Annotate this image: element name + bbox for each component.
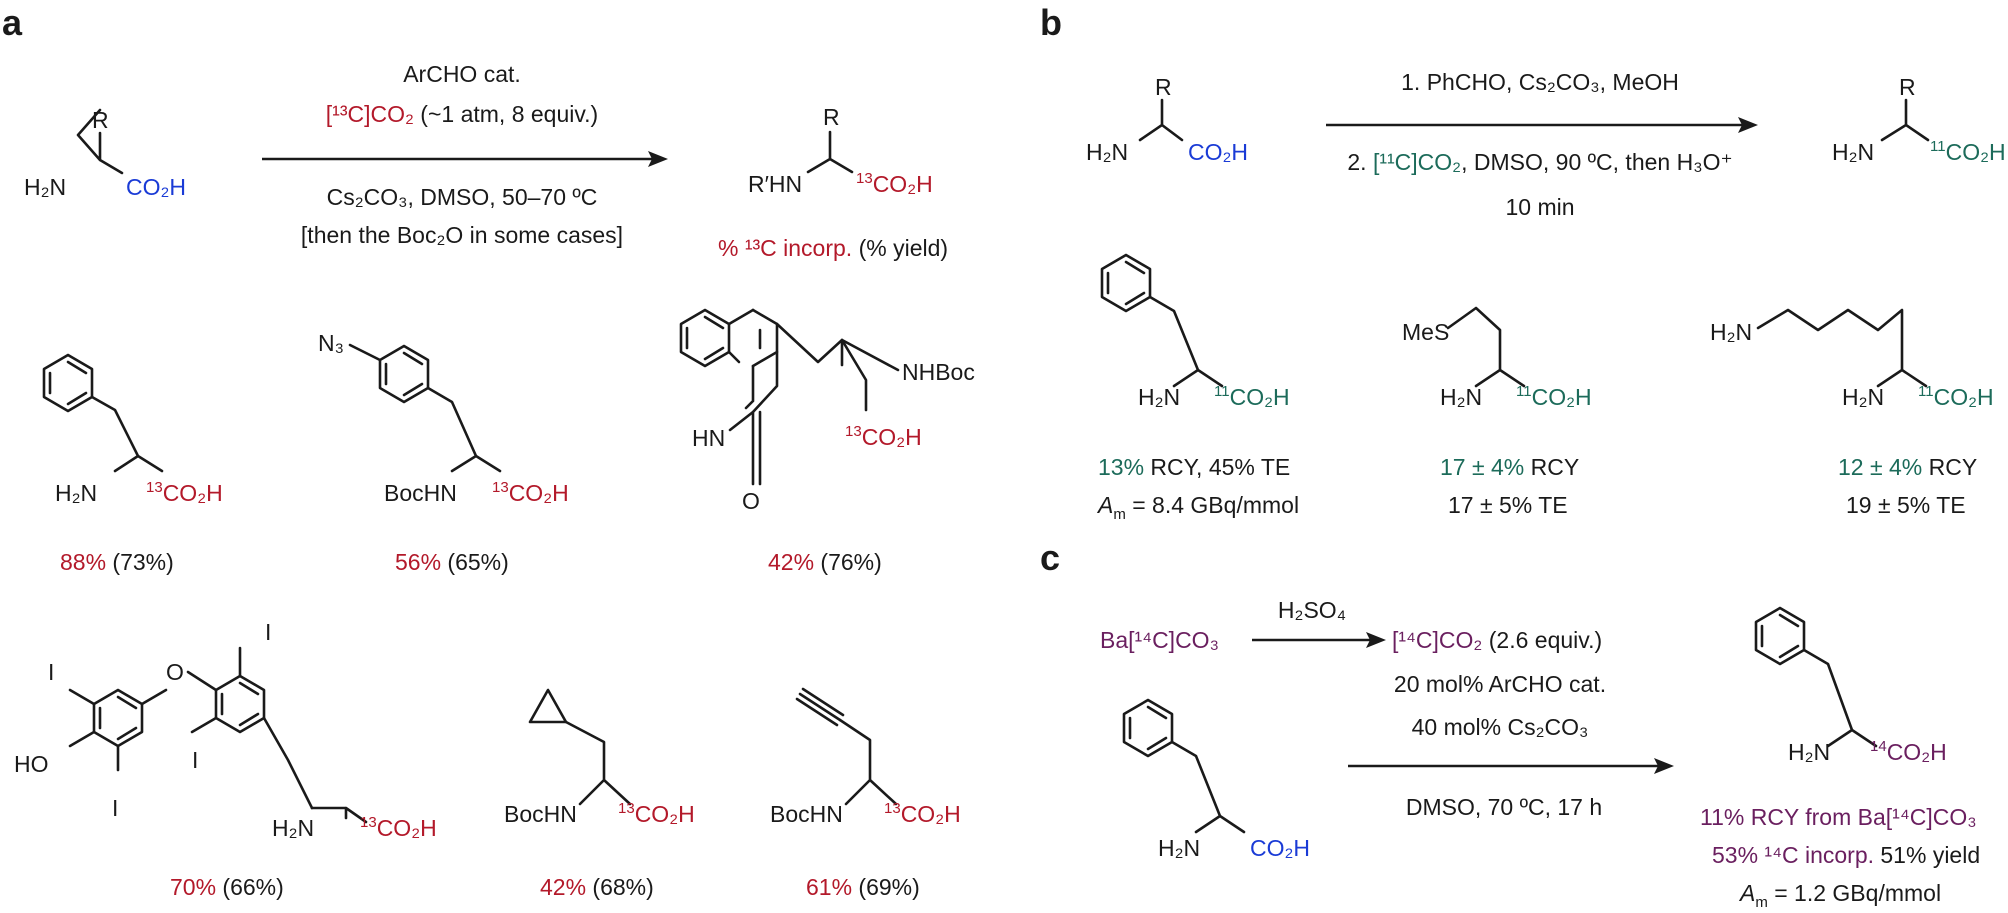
panel-c-conditions: DMSO, 70 ºC, 17 h (1406, 794, 1602, 820)
panel-a-compound-propargylglycine: BocHN 13CO₂H (770, 687, 961, 827)
panel-b-time: 10 min (1505, 194, 1574, 220)
panel-a-compound-thyroxine: I HO I O I I H₂N 13CO₂H (14, 619, 437, 841)
panel-b-label: b (1040, 2, 1062, 43)
svg-text:H₂N: H₂N (1832, 139, 1874, 165)
svg-text:13CO₂H: 13CO₂H (492, 479, 569, 506)
svg-text:BocHN: BocHN (504, 801, 577, 827)
panel-a-reaction-arrow (262, 151, 668, 167)
panel-b-result-1-molar-activity: Am = 8.4 GBq/mmol (1096, 492, 1299, 523)
panel-c-label: c (1040, 537, 1060, 578)
panel-c-co2-gas: [¹⁴C]CO₂ (2.6 equiv.) (1392, 627, 1602, 653)
panel-a-compound-phenylalanine: H₂N 13CO₂H (42, 353, 223, 506)
panel-b-result-3-te: 19 ± 5% TE (1846, 492, 1966, 518)
svg-text:BocHN: BocHN (384, 480, 457, 506)
svg-text:R′HN: R′HN (748, 171, 802, 197)
svg-text:HO: HO (14, 751, 49, 777)
svg-text:CO₂H: CO₂H (1250, 835, 1310, 861)
panel-a-compound-cyclopropylalanine: BocHN 13CO₂H (504, 688, 695, 827)
svg-text:HN: HN (692, 425, 725, 451)
svg-text:13CO₂H: 13CO₂H (360, 814, 437, 841)
panel-b-result-2-rcy: 17 ± 4% RCY (1440, 454, 1579, 480)
panel-c-acid: H₂SO₄ (1278, 597, 1346, 623)
svg-text:O: O (166, 659, 184, 685)
panel-a-result-6: 61% (69%) (806, 874, 920, 900)
svg-text:H₂N: H₂N (1138, 384, 1180, 410)
panel-a-result-1: 88% (73%) (60, 549, 174, 575)
svg-text:H₂N: H₂N (1086, 139, 1128, 165)
svg-text:MeS: MeS (1402, 319, 1449, 345)
svg-text:I: I (265, 619, 271, 645)
panel-c-acid-arrow (1252, 632, 1386, 648)
panel-c-result-rcy: 11% RCY from Ba[¹⁴C]CO₃ (1700, 804, 1977, 830)
svg-text:H₂N: H₂N (1842, 384, 1884, 410)
panel-b-compound-methionine: MeS H₂N 11CO₂H (1402, 306, 1592, 410)
svg-text:13CO₂H: 13CO₂H (884, 800, 961, 827)
panel-b-result-3-rcy: 12 ± 4% RCY (1838, 454, 1977, 480)
svg-text:R: R (1899, 74, 1916, 100)
panel-a-result-2: 56% (65%) (395, 549, 509, 575)
panel-c-product: H₂N 14CO₂H (1754, 606, 1947, 765)
svg-text:H₂N: H₂N (272, 815, 314, 841)
panel-b-step-1: 1. PhCHO, Cs₂CO₃, MeOH (1401, 69, 1679, 95)
svg-text:R: R (92, 107, 109, 133)
svg-text:13CO₂H: 13CO₂H (146, 479, 223, 506)
panel-a-product: R R′HN 13CO₂H (748, 104, 933, 197)
svg-text:11CO₂H: 11CO₂H (1930, 138, 2006, 165)
panel-a-catalyst: ArCHO cat. (403, 61, 521, 87)
svg-text:H₂N: H₂N (1710, 319, 1752, 345)
svg-text:13CO₂H: 13CO₂H (856, 170, 933, 197)
svg-text:NHBoc: NHBoc (902, 359, 975, 385)
panel-a-compound-quinolinone: HN O NHBoc 13CO₂H (679, 308, 975, 514)
panel-b-compound-phenylalanine: H₂N 11CO₂H (1100, 253, 1290, 410)
panel-c-base: 40 mol% Cs₂CO₃ (1412, 714, 1589, 740)
svg-text:11CO₂H: 11CO₂H (1214, 383, 1290, 410)
svg-text:CO₂H: CO₂H (126, 174, 186, 200)
panel-c-catalyst: 20 mol% ArCHO cat. (1394, 671, 1606, 697)
panel-b-result-2-te: 17 ± 5% TE (1448, 492, 1568, 518)
svg-text:BocHN: BocHN (770, 801, 843, 827)
panel-c-molar-activity: Am = 1.2 GBq/mmol (1738, 880, 1941, 911)
panel-c-reaction-arrow (1348, 758, 1674, 774)
panel-a-co2-reagent: [¹³C]CO₂ (~1 atm, 8 equiv.) (326, 101, 598, 127)
panel-b-compound-lysine: H₂N H₂N 11CO₂H (1710, 308, 1994, 410)
svg-text:N₃: N₃ (318, 330, 344, 356)
panel-a-starting-amino-acid: R H₂N CO₂H (24, 107, 186, 200)
svg-text:R: R (1155, 74, 1172, 100)
panel-b-step-2: 2. [¹¹C]CO₂, DMSO, 90 ºC, then H₃O⁺ (1347, 149, 1732, 175)
panel-a-legend: % ¹³C incorp. (% yield) (718, 235, 948, 261)
panel-a-result-3: 42% (76%) (768, 549, 882, 575)
svg-text:H₂N: H₂N (1440, 384, 1482, 410)
svg-text:13CO₂H: 13CO₂H (845, 423, 922, 450)
svg-text:14CO₂H: 14CO₂H (1870, 738, 1947, 765)
svg-text:H₂N: H₂N (1158, 835, 1200, 861)
panel-a-compound-azido-phenylalanine: N₃ BocHN 13CO₂H (318, 330, 569, 506)
panel-c-barium-carbonate: Ba[¹⁴C]CO₃ (1100, 627, 1219, 653)
panel-a-label: a (2, 2, 23, 43)
svg-text:I: I (112, 795, 118, 821)
svg-text:11CO₂H: 11CO₂H (1516, 383, 1592, 410)
panel-b-result-1-rcy: 13% RCY, 45% TE (1098, 454, 1290, 480)
svg-text:I: I (48, 659, 54, 685)
panel-b-starting-amino-acid: R H₂N CO₂H (1086, 74, 1248, 165)
svg-text:H₂N: H₂N (24, 174, 66, 200)
panel-b-reaction-arrow (1326, 117, 1758, 133)
panel-b-product: R H₂N 11CO₂H (1832, 74, 2006, 165)
svg-text:13CO₂H: 13CO₂H (618, 800, 695, 827)
svg-text:O: O (742, 488, 760, 514)
panel-c-starting-phenylalanine: H₂N CO₂H (1122, 698, 1310, 861)
svg-text:I: I (192, 747, 198, 773)
panel-c-result-incorp: 53% ¹⁴C incorp. 51% yield (1712, 842, 1980, 868)
svg-text:11CO₂H: 11CO₂H (1918, 383, 1994, 410)
panel-a-boc-note: [then the Boc₂O in some cases] (301, 222, 623, 248)
panel-a-result-5: 42% (68%) (540, 874, 654, 900)
svg-text:R: R (823, 104, 840, 130)
panel-a-conditions: Cs₂CO₃, DMSO, 50–70 ºC (327, 184, 598, 210)
svg-text:H₂N: H₂N (1788, 739, 1830, 765)
panel-a-result-4: 70% (66%) (170, 874, 284, 900)
svg-text:H₂N: H₂N (55, 480, 97, 506)
svg-text:CO₂H: CO₂H (1188, 139, 1248, 165)
